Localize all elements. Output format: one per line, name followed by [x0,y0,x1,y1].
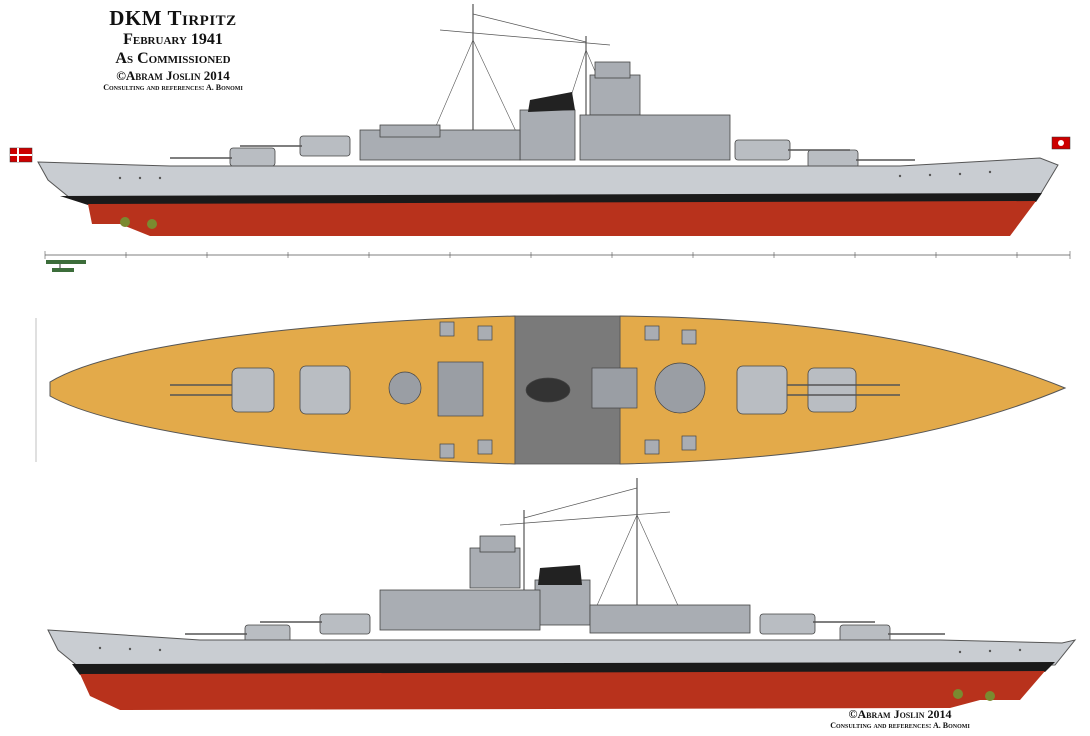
credits: Consulting and references: A. Bonomi [103,83,243,92]
ship-date: February 1941 [123,31,223,48]
portholes-bottom [98,646,1022,654]
ship-state: As Commissioned [115,50,231,67]
scale-bar [44,251,1071,259]
arado-floatplane-icon [46,260,86,272]
propeller-icon [120,217,157,229]
superstructure-top [359,61,731,161]
superstructure-plan [388,361,706,417]
title-block: DKM Tirpitz February 1941 As Commissione… [58,6,288,93]
ship-name: DKM Tirpitz [109,6,237,30]
superstructure-bottom [379,535,751,634]
masts-top [429,4,621,141]
hull-bottom-bottom [80,671,1045,710]
plan-view [35,315,1067,465]
footer-credit: ©Abram Joslin 2014 Consulting and refere… [800,707,1000,731]
main-turrets-bottom [244,613,891,644]
footer-copyright: ©Abram Joslin 2014 [848,707,952,721]
gun-barrels-top [170,145,915,161]
main-turrets-top [229,135,859,169]
hull-upper-top [37,157,1059,199]
profile-view-bottom [47,478,1077,710]
funnel-top [528,92,575,112]
footer-credits: Consulting and references: A. Bonomi [830,721,970,730]
copyright: ©Abram Joslin 2014 [116,68,230,83]
jack-flag-icon [1051,136,1071,150]
funnel-bottom [538,565,582,585]
turrets-plan [231,365,857,415]
propeller-icon [953,689,995,701]
secondary-turrets-plan [439,321,697,459]
hull-bottom-top [88,201,1036,236]
gun-barrels-bottom [185,621,945,635]
german-naval-ensign-icon [9,147,33,163]
portholes-top [118,170,992,180]
barrels-plan [170,384,900,396]
profile-view-top [9,4,1071,236]
hull-upper-bottom [47,629,1077,669]
